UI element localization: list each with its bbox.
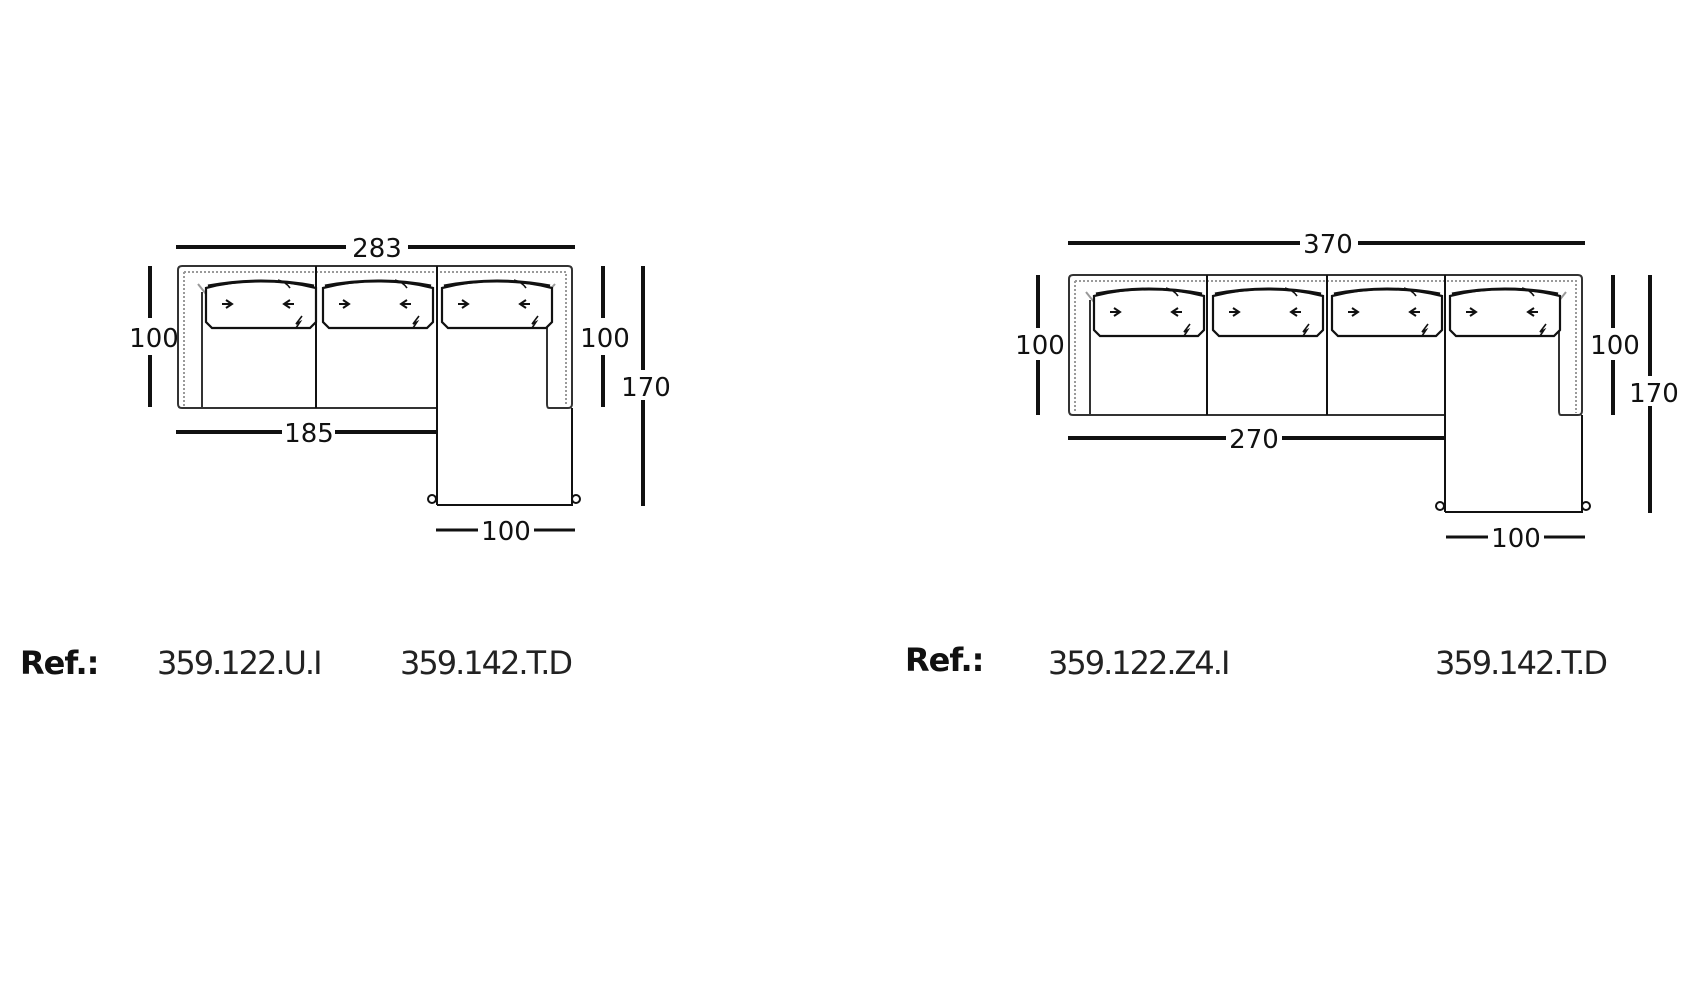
chaise-outline bbox=[437, 408, 573, 506]
dimension-sofa-width: 185 bbox=[284, 419, 334, 449]
sofa-outline bbox=[1068, 274, 1583, 416]
ref-label-left: Ref.: bbox=[20, 644, 99, 682]
ref-code-left-2: 359.142.T.D bbox=[400, 644, 573, 682]
cushion-icon bbox=[1092, 286, 1206, 338]
sofa-diagram-right: 370 100 100 170 270 bbox=[1015, 230, 1679, 554]
dimension-total-width: 370 bbox=[1303, 230, 1353, 260]
sofa-outline bbox=[177, 265, 573, 409]
dimension-left-depth: 100 bbox=[1015, 331, 1065, 361]
dimension-sofa-width: 270 bbox=[1229, 425, 1279, 455]
dimension-right-depth: 100 bbox=[1590, 331, 1640, 361]
cushion-icon bbox=[1448, 286, 1562, 338]
dimension-chaise-width: 100 bbox=[481, 517, 531, 547]
dimension-total-width: 283 bbox=[352, 234, 402, 264]
dimension-right-depth: 100 bbox=[580, 324, 630, 354]
ref-code-right-1: 359.122.Z4.I bbox=[1048, 644, 1230, 682]
cushion-icon bbox=[1211, 286, 1325, 338]
ref-code-left-1: 359.122.U.I bbox=[157, 644, 323, 682]
sofa-diagram-left: 283 100 100 170 185 bbox=[129, 234, 671, 547]
ref-label-right: Ref.: bbox=[905, 641, 984, 679]
dimension-chaise-depth: 170 bbox=[621, 373, 671, 403]
ref-code-right-2: 359.142.T.D bbox=[1435, 644, 1608, 682]
chaise-outline bbox=[1445, 415, 1583, 513]
cushion-icon bbox=[1330, 286, 1444, 338]
cushion-icon bbox=[321, 278, 435, 330]
dimension-left-depth: 100 bbox=[129, 324, 179, 354]
cushion-icon bbox=[204, 278, 318, 330]
dimension-chaise-depth: 170 bbox=[1629, 379, 1679, 409]
cushion-icon bbox=[440, 278, 554, 330]
dimension-chaise-width: 100 bbox=[1491, 524, 1541, 554]
